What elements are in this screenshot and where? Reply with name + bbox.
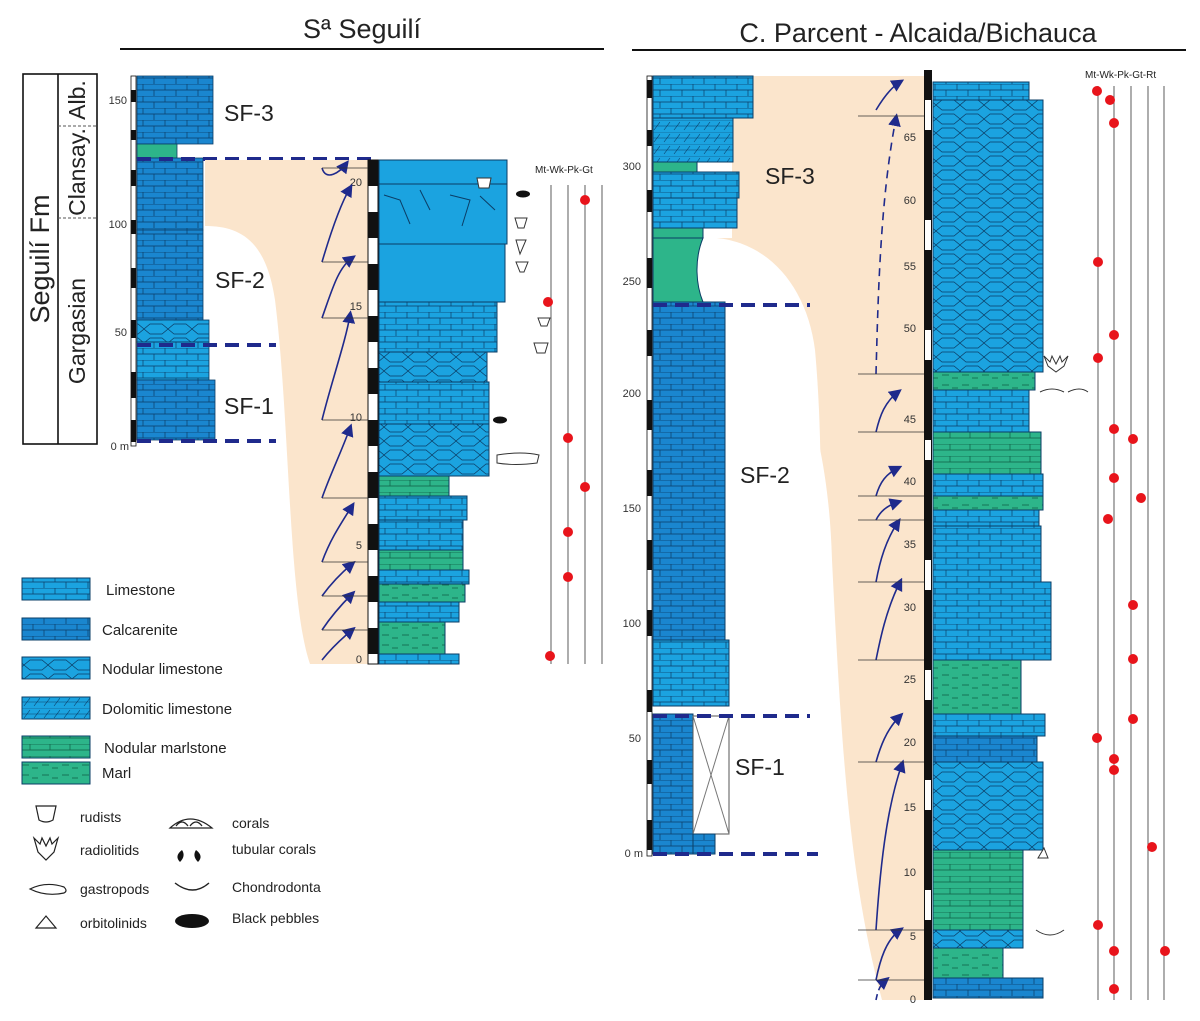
right-tick-100: 100 bbox=[623, 618, 641, 630]
strat-box: Seguilí Fm Gargasian Clansay. Alb. bbox=[22, 73, 98, 445]
legend-black-pebbles: Black pebbles bbox=[232, 910, 319, 926]
detail-left-tick-10: 10 bbox=[350, 412, 362, 424]
legend-corals: corals bbox=[232, 815, 269, 831]
left-tick-50: 50 bbox=[115, 327, 127, 339]
legend-chondrodonta: Chondrodonta bbox=[232, 879, 321, 895]
detail-right-tick-35: 35 bbox=[904, 539, 916, 551]
legend-limestone: Limestone bbox=[106, 582, 175, 599]
detail-right-tick-65: 65 bbox=[904, 132, 916, 144]
detail-left-header: Mt-Wk-Pk-Gt bbox=[535, 165, 593, 176]
detail-right-tick-45: 45 bbox=[904, 414, 916, 426]
detail-left-tick-0: 0 bbox=[356, 654, 362, 666]
legend-gastropods: gastropods bbox=[80, 881, 149, 897]
gastropod-icon bbox=[28, 883, 67, 895]
left-title: Sª Seguilí bbox=[303, 14, 422, 44]
legend: Limestone Calcarenite Nodular limestone … bbox=[21, 577, 321, 931]
legend-swatch-limestone bbox=[21, 577, 91, 601]
detail-right-header: Mt-Wk-Pk-Gt-Rt bbox=[1085, 70, 1156, 81]
formation-label: Seguilí Fm bbox=[25, 194, 55, 323]
tubular-coral-icon bbox=[177, 850, 201, 862]
right-detail-log: 65 60 55 50 45 40 35 30 25 20 15 10 5 0 … bbox=[858, 70, 1170, 1006]
left-summary-log: 150 100 50 0 m SF-3 SF-2 SF-1 bbox=[109, 75, 372, 453]
right-correlation-band bbox=[696, 76, 930, 1000]
stage-alb: Alb. bbox=[64, 80, 90, 120]
right-tick-250: 250 bbox=[623, 276, 641, 288]
legend-dolomitic-limestone: Dolomitic limestone bbox=[102, 701, 232, 718]
detail-right-tick-25: 25 bbox=[904, 674, 916, 686]
orbitolinid-icon bbox=[34, 915, 58, 929]
left-tick-0: 0 m bbox=[111, 441, 129, 453]
legend-swatch-marl bbox=[21, 761, 91, 785]
right-tick-0: 0 m bbox=[625, 848, 643, 860]
right-tick-150: 150 bbox=[623, 503, 641, 515]
left-detail-log: 20 15 10 5 0 Mt-Wk-Pk-Gt bbox=[321, 159, 603, 666]
right-title: C. Parcent - Alcaida/Bichauca bbox=[739, 18, 1097, 48]
detail-right-tick-15: 15 bbox=[904, 802, 916, 814]
detail-left-tick-5: 5 bbox=[356, 540, 362, 552]
detail-right-tick-60: 60 bbox=[904, 195, 916, 207]
detail-right-tick-5: 5 bbox=[910, 931, 916, 943]
right-tick-50: 50 bbox=[629, 733, 641, 745]
black-pebble-icon bbox=[175, 914, 209, 928]
detail-left-tick-20: 20 bbox=[350, 177, 362, 189]
chondrodonta-icon bbox=[174, 882, 210, 891]
left-tick-150: 150 bbox=[109, 95, 127, 107]
detail-right-tick-30: 30 bbox=[904, 602, 916, 614]
legend-rudists: rudists bbox=[80, 809, 121, 825]
detail-right-tick-55: 55 bbox=[904, 261, 916, 273]
right-tick-300: 300 bbox=[623, 161, 641, 173]
legend-tubular-corals: tubular corals bbox=[232, 841, 316, 857]
right-unit-sf3: SF-3 bbox=[765, 163, 815, 189]
detail-right-tick-20: 20 bbox=[904, 737, 916, 749]
detail-right-tick-0: 0 bbox=[910, 994, 916, 1006]
stage-gargasian: Gargasian bbox=[64, 278, 90, 384]
legend-radiolitids: radiolitids bbox=[80, 842, 139, 858]
legend-orbitolinids: orbitolinids bbox=[80, 915, 147, 931]
left-correlation-band bbox=[205, 160, 610, 664]
legend-swatch-dolomitic-limestone bbox=[21, 696, 91, 720]
legend-swatch-nodular-limestone bbox=[21, 656, 91, 680]
legend-calcarenite: Calcarenite bbox=[102, 622, 178, 639]
legend-swatch-nodular-marlstone bbox=[21, 735, 91, 759]
left-unit-sf2: SF-2 bbox=[215, 267, 265, 293]
left-tick-100: 100 bbox=[109, 219, 127, 231]
coral-icon bbox=[168, 818, 214, 829]
right-tick-200: 200 bbox=[623, 388, 641, 400]
stage-clansay: Clansay. bbox=[64, 128, 90, 216]
detail-right-tick-50: 50 bbox=[904, 323, 916, 335]
rudist-icon bbox=[35, 805, 57, 823]
left-unit-sf1: SF-1 bbox=[224, 393, 274, 419]
detail-right-tick-40: 40 bbox=[904, 476, 916, 488]
right-summary-log: 300 250 200 150 100 50 0 m SF-3 SF-2 SF-… bbox=[623, 75, 818, 860]
legend-swatch-calcarenite bbox=[21, 617, 91, 641]
detail-right-tick-10: 10 bbox=[904, 867, 916, 879]
legend-marl: Marl bbox=[102, 765, 131, 782]
right-unit-sf2: SF-2 bbox=[740, 462, 790, 488]
left-unit-sf3: SF-3 bbox=[224, 100, 274, 126]
radiolitid-icon bbox=[32, 835, 60, 861]
right-unit-sf1: SF-1 bbox=[735, 754, 785, 780]
detail-left-tick-15: 15 bbox=[350, 301, 362, 313]
legend-nodular-marlstone: Nodular marlstone bbox=[104, 740, 227, 757]
legend-nodular-limestone: Nodular limestone bbox=[102, 661, 223, 678]
